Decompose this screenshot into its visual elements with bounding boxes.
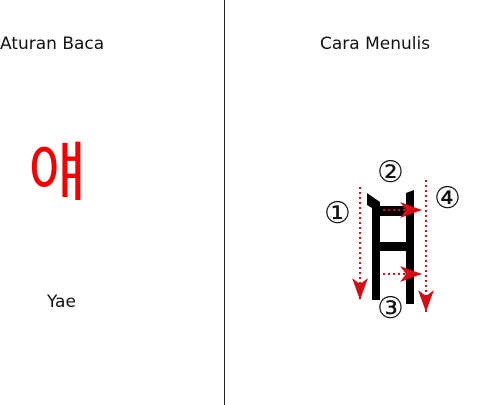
stroke-3-arrowhead <box>400 266 422 282</box>
reading-rule-panel: Aturan Baca 얘 Yae <box>0 0 224 405</box>
stroke-1-black <box>367 193 380 300</box>
hangul-character: 얘 <box>28 137 87 211</box>
stroke-1-arrowhead <box>352 278 368 300</box>
romanization-label: Yae <box>47 292 76 312</box>
stroke-2-arrowhead <box>400 202 422 218</box>
stroke-number-4: ④ <box>434 181 460 216</box>
stroke-order-diagram: ① ② ③ ④ <box>324 155 460 325</box>
stroke-number-1: ① <box>324 196 351 231</box>
writing-order-panel: Cara Menulis ① ② ③ ④ <box>225 0 480 405</box>
stroke-4-arrowhead <box>418 290 434 312</box>
panel-divider <box>224 0 225 405</box>
stroke-number-3: ③ <box>377 291 404 325</box>
reading-rule-title: Aturan Baca <box>0 34 105 54</box>
writing-order-title: Cara Menulis <box>320 34 431 54</box>
stroke-3-black <box>380 242 410 251</box>
stroke-number-2: ② <box>377 155 404 190</box>
